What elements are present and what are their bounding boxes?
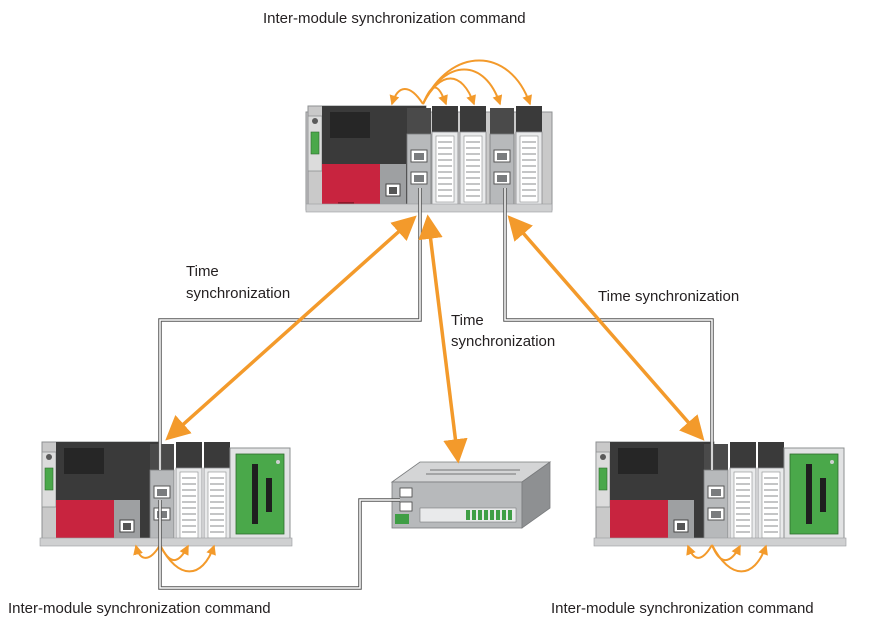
time-sync-right-label: Time synchronization (598, 288, 740, 305)
bottom-left-plc-rack (39, 441, 293, 547)
bottom-left-sync-arrows (133, 544, 216, 573)
bottom-right-plc-rack (593, 441, 847, 547)
bottom-right-command-label: Inter-module synchronization command (551, 600, 814, 617)
top-sync-arrows (389, 59, 532, 106)
remote-io-module-icon (390, 461, 552, 529)
time-sync-center-label-1: Time (451, 312, 484, 329)
time-sync-center-label-2: synchronization (451, 333, 556, 350)
bottom-right-sync-arrows (686, 544, 768, 573)
time-sync-left-label-2: synchronization (186, 285, 291, 302)
time-sync-left-label-1: Time (186, 263, 219, 280)
time-sync-arrows (165, 214, 705, 464)
top-plc-rack (305, 105, 553, 213)
bottom-left-command-label: Inter-module synchronization command (8, 600, 271, 617)
top-command-label: Inter-module synchronization command (263, 10, 526, 27)
